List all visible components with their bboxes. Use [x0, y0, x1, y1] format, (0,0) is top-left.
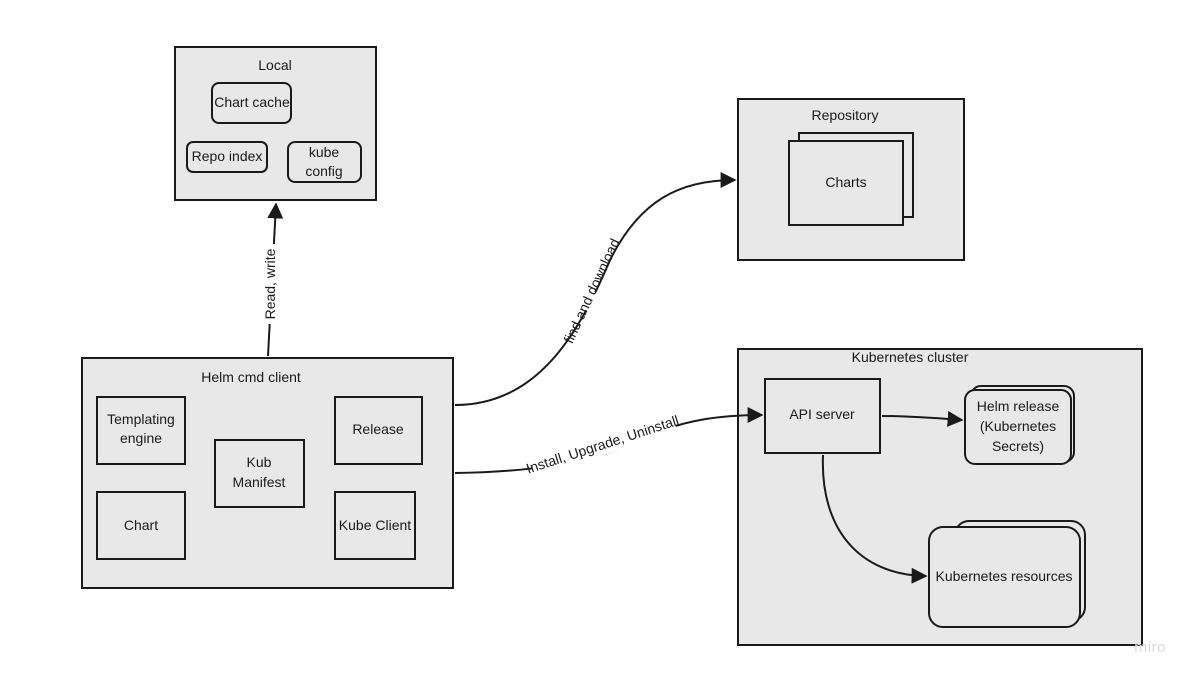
- svg-text:Repo index: Repo index: [192, 148, 263, 164]
- repo-index-node: Repo index: [186, 141, 268, 173]
- k8s-cluster-group-title: Kubernetes cluster: [852, 349, 969, 365]
- repository-group-title: Repository: [812, 107, 879, 123]
- release-node: Release: [334, 396, 423, 465]
- svg-text:Templating: Templating: [107, 411, 175, 427]
- svg-text:Kub: Kub: [247, 454, 272, 470]
- kub-manifest-node: Kub Manifest: [214, 439, 305, 508]
- svg-text:Kubernetes resources: Kubernetes resources: [936, 568, 1073, 584]
- chart-node: Chart: [96, 491, 186, 560]
- svg-text:Helm release: Helm release: [977, 398, 1060, 414]
- api-server-node: API server: [764, 378, 881, 454]
- local-group: Local Chart cache Repo index kube config: [174, 46, 377, 201]
- miro-watermark: miro: [1134, 640, 1166, 656]
- edge-read-write: Read, write: [258, 202, 284, 357]
- edge-api-to-helm-release: [881, 410, 964, 427]
- edge-install-upgrade: Install, Upgrade, Uninstall: [454, 407, 764, 478]
- svg-text:Release: Release: [352, 421, 404, 437]
- repository-group: Repository Charts: [737, 98, 965, 261]
- svg-text:API server: API server: [789, 406, 855, 422]
- edge-api-to-k8s-resources: [821, 454, 928, 584]
- kube-config-node: kube config: [287, 141, 362, 183]
- templating-engine-node: Templating engine: [96, 396, 186, 465]
- svg-text:engine: engine: [120, 430, 162, 446]
- k8s-resources-node: Kubernetes resources: [928, 520, 1086, 628]
- svg-text:(Kubernetes: (Kubernetes: [980, 418, 1056, 434]
- svg-text:Install, Upgrade, Uninstall: Install, Upgrade, Uninstall: [524, 412, 681, 477]
- k8s-cluster-group: Kubernetes cluster API server Helm relea…: [737, 348, 1143, 646]
- helm-release-node: Helm release (Kubernetes Secrets): [964, 385, 1075, 465]
- chart-cache-node: Chart cache: [211, 82, 292, 124]
- svg-text:Read, write: Read, write: [262, 248, 278, 319]
- svg-text:Kube Client: Kube Client: [339, 517, 411, 533]
- kube-client-node: Kube Client: [334, 491, 416, 560]
- svg-text:Secrets): Secrets): [992, 438, 1044, 454]
- svg-text:config: config: [305, 163, 342, 179]
- edge-find-download: find and download: [454, 172, 737, 406]
- svg-text:Chart: Chart: [124, 517, 158, 533]
- svg-text:Charts: Charts: [825, 174, 866, 190]
- helm-client-group: Helm cmd client Templating engine Chart …: [81, 357, 454, 589]
- svg-text:kube: kube: [309, 144, 340, 160]
- svg-text:Manifest: Manifest: [233, 474, 286, 490]
- svg-text:Chart cache: Chart cache: [214, 94, 290, 110]
- helm-client-group-title: Helm cmd client: [201, 369, 301, 385]
- local-group-title: Local: [258, 57, 291, 73]
- charts-node: Charts: [788, 132, 914, 226]
